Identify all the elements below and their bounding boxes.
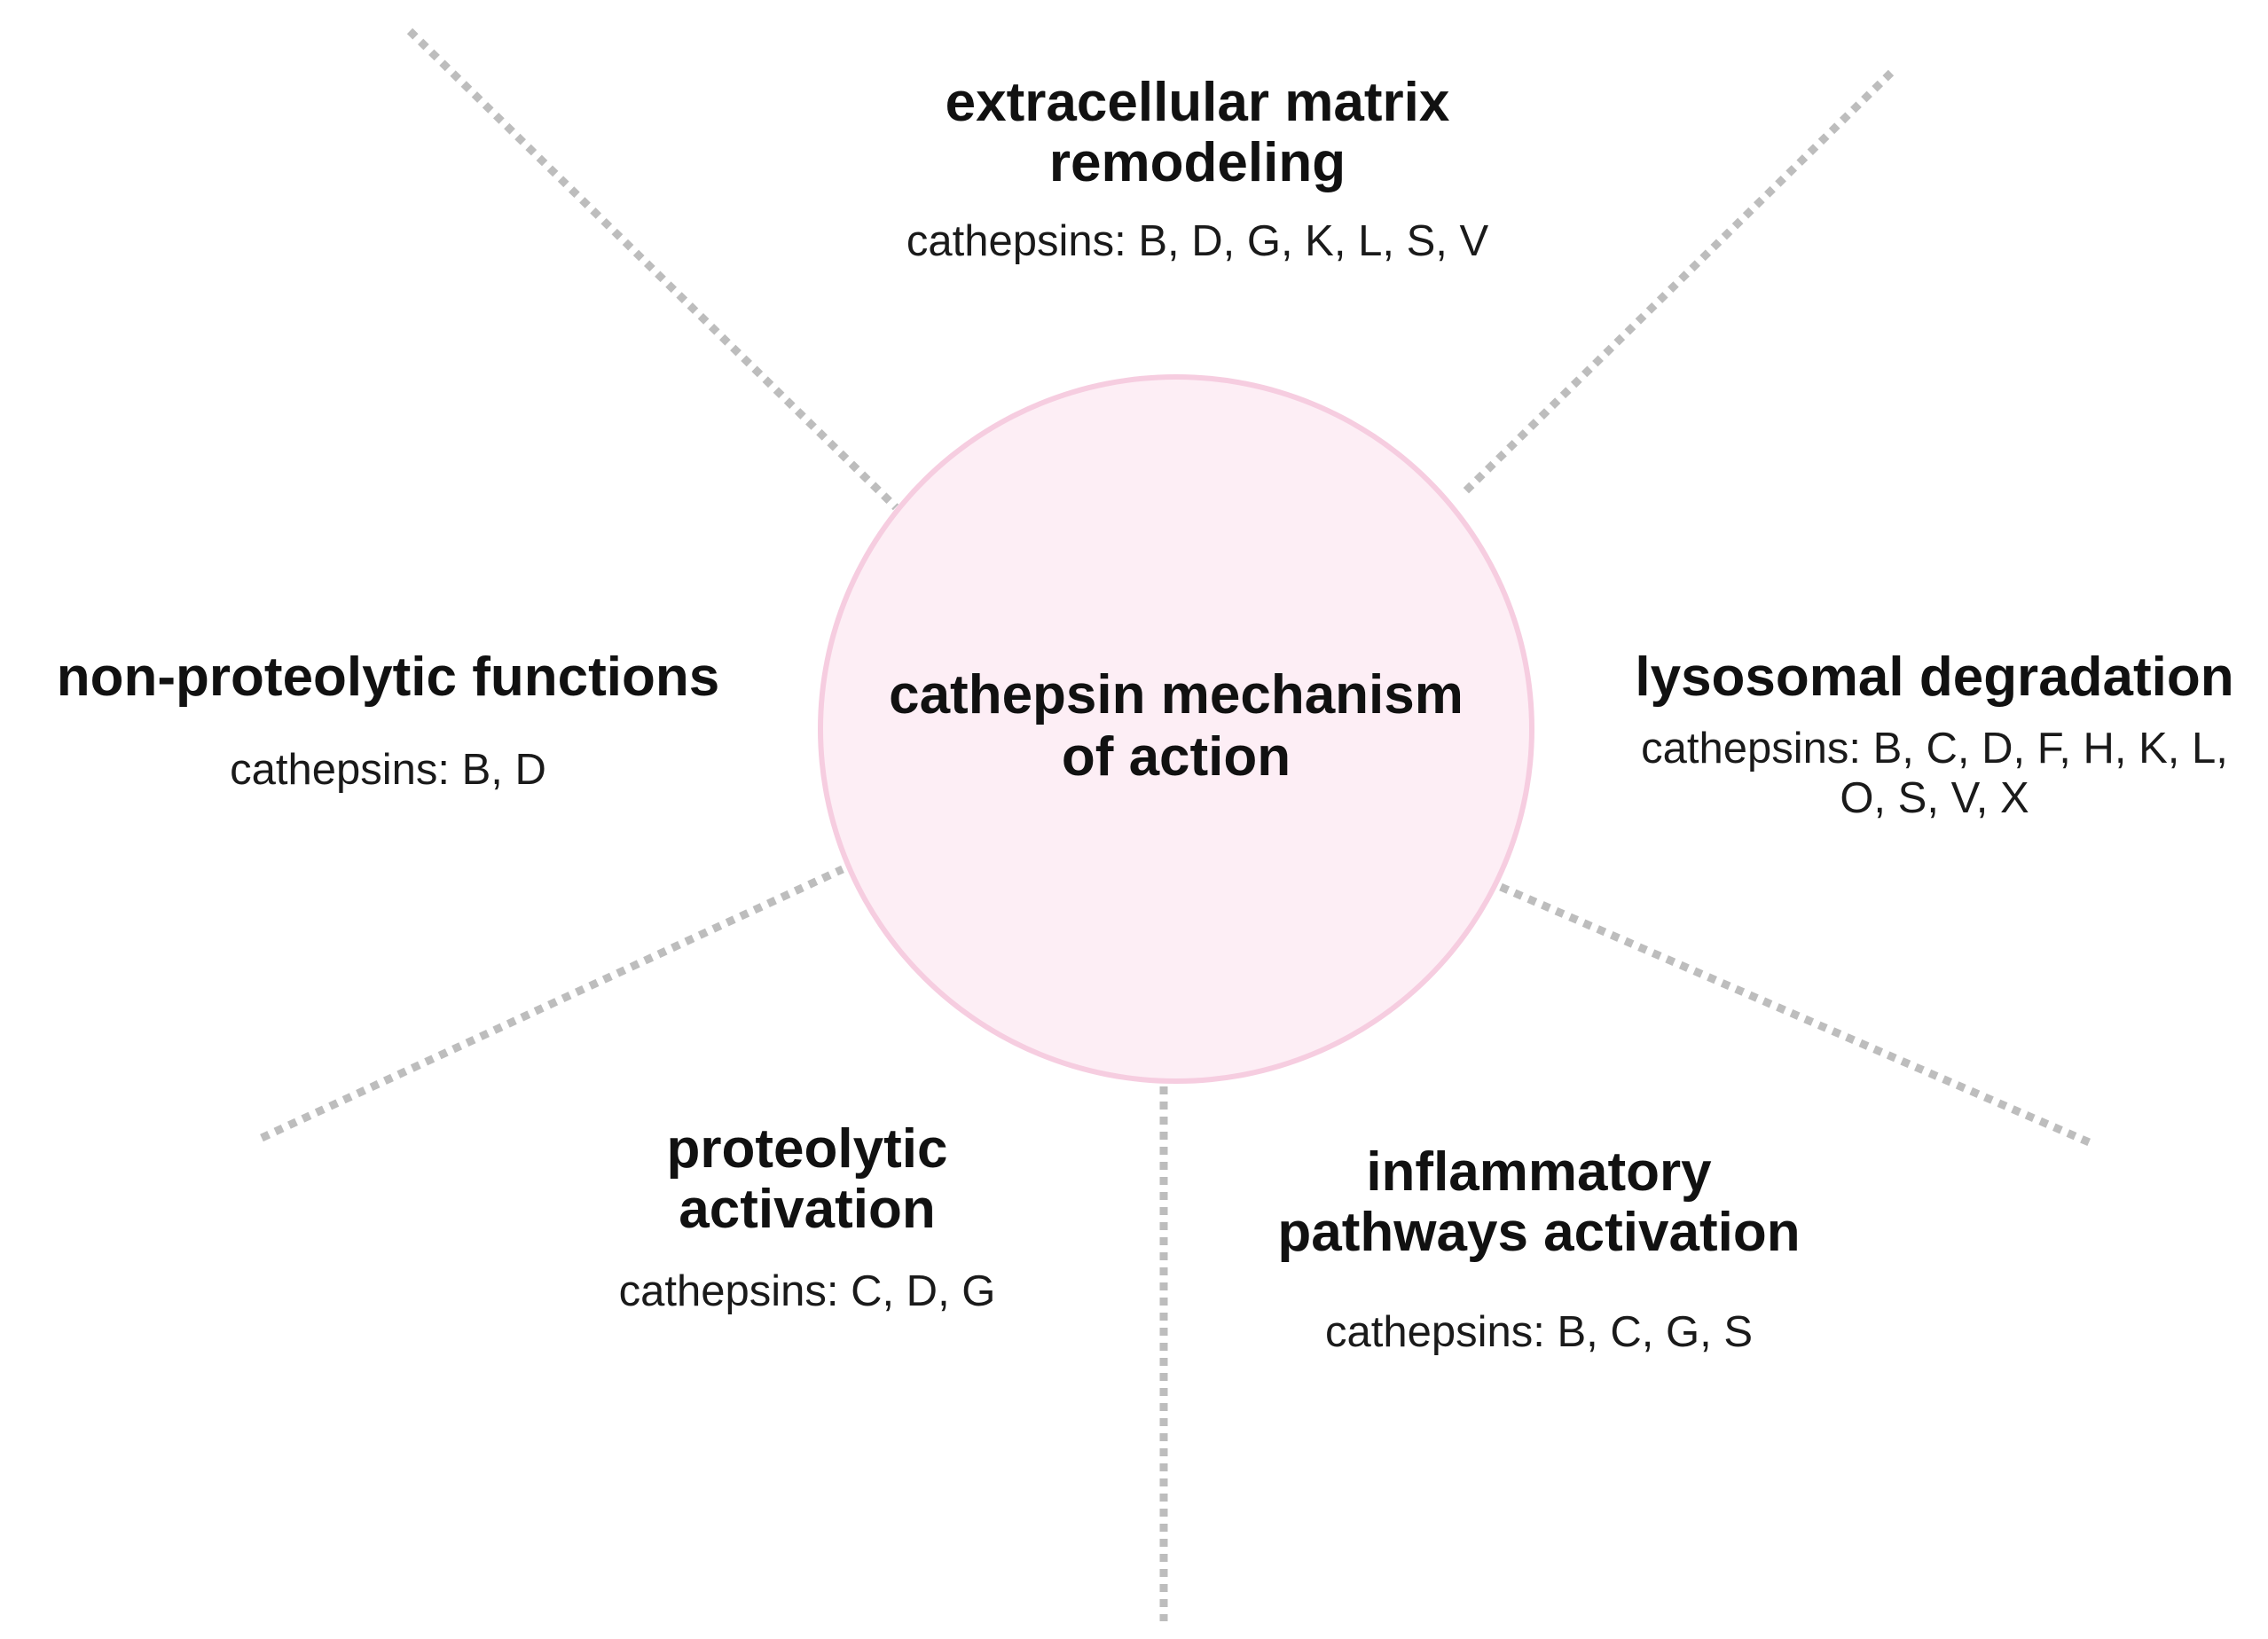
node-title: non-proteolytic functions: [56, 647, 720, 708]
node-title: extracellular matrix remodeling: [798, 73, 1597, 193]
node-title: proteolytic activation: [541, 1119, 1073, 1240]
center-circle: cathepsin mechanism of action: [818, 374, 1534, 1084]
cathepsin-list-line1: cathepsins: B, C, D, F, H, K, L,: [1641, 725, 2228, 772]
node-title-line2: activation: [679, 1179, 936, 1240]
cathepsin-list: cathepsins: B, D, G, K, L, S, V: [906, 217, 1489, 265]
cathepsin-list: cathepsins: B, C, D, F, H, K, L, O, S, V…: [1601, 724, 2268, 823]
center-title-line2: of action: [1061, 726, 1291, 788]
node-proteolytic-activation: proteolytic activation cathepsins: C, D,…: [541, 1119, 1073, 1316]
center-title: cathepsin mechanism of action: [839, 664, 1513, 788]
cathepsin-list: cathepsins: C, D, G: [618, 1267, 996, 1315]
connector-line-bottom-left: [260, 865, 844, 1142]
center-title-line1: cathepsin mechanism: [889, 664, 1464, 725]
connector-line-top-left: [406, 27, 899, 511]
cathepsin-list: cathepsins: B, C, G, S: [1324, 1308, 1754, 1356]
connector-line-bottom-right: [1499, 882, 2095, 1149]
node-title-line2: pathways activation: [1277, 1202, 1801, 1263]
node-non-proteolytic-functions: non-proteolytic functions cathepsins: B,…: [0, 647, 776, 795]
node-title-line2: remodeling: [1048, 132, 1346, 193]
node-inflammatory-pathways-activation: inflammatory pathways activation catheps…: [1184, 1142, 1894, 1357]
cathepsin-list: cathepsins: B, D: [230, 746, 546, 794]
connector-line-top-right: [1458, 69, 1895, 498]
node-title-line1: extracellular matrix: [945, 72, 1450, 133]
node-title-line1: proteolytic: [666, 1118, 948, 1180]
node-lysosomal-degradation: lysosomal degradation cathepsins: B, C, …: [1601, 647, 2268, 823]
node-title: inflammatory pathways activation: [1184, 1142, 1894, 1263]
node-extracellular-matrix-remodeling: extracellular matrix remodeling cathepsi…: [798, 73, 1597, 266]
node-title-line1: inflammatory: [1366, 1141, 1712, 1203]
node-title: lysosomal degradation: [1635, 647, 2234, 708]
cathepsin-list-line2: O, S, V, X: [1840, 774, 2029, 822]
